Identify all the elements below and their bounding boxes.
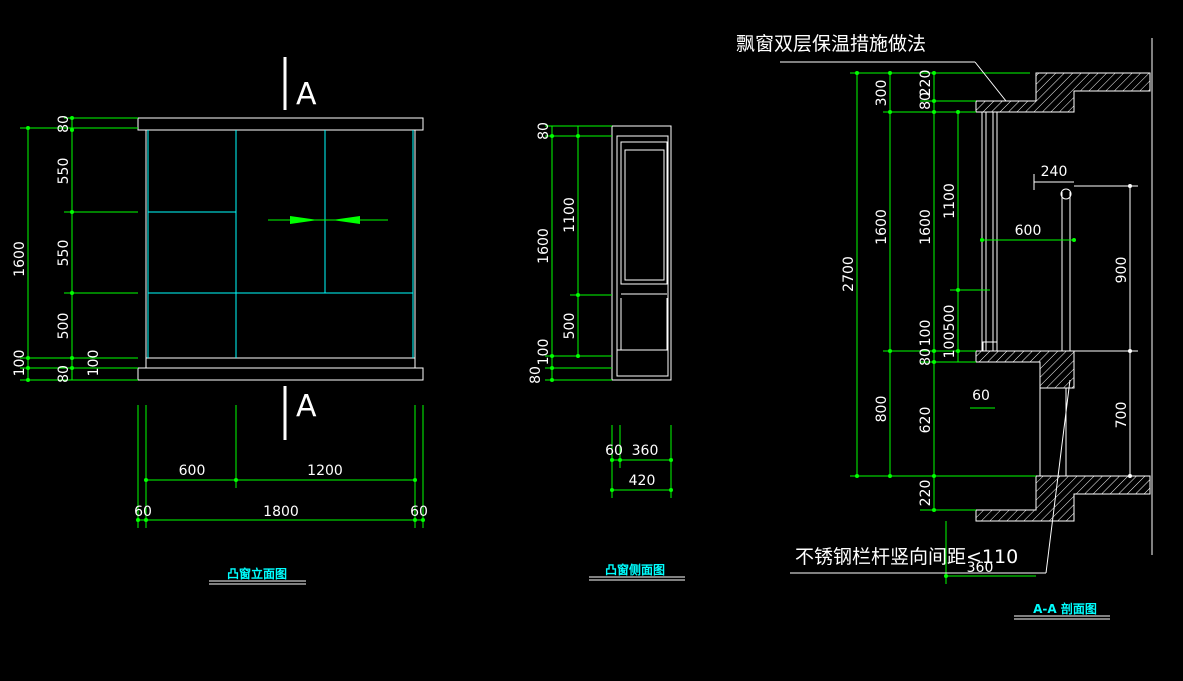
section-dim-100-mid: 100 (918, 320, 934, 347)
section-dim-80-mid: 80 (918, 348, 934, 366)
section-marker-top: A (296, 77, 317, 112)
front-dim-60-left: 60 (134, 504, 152, 520)
section-dim-100: 100 (942, 332, 958, 359)
side-view-title: 凸窗侧面图 (605, 562, 665, 577)
section-dim-80-top: 80 (918, 92, 934, 110)
front-dim-500: 500 (56, 313, 72, 340)
section-dim-500: 500 (942, 305, 958, 332)
front-dim-80-top: 80 (56, 115, 72, 133)
front-dim-600: 600 (179, 463, 206, 479)
side-dim-420: 420 (629, 473, 656, 489)
section-dim-220-bottom: 220 (918, 480, 934, 507)
front-dim-1200: 1200 (307, 463, 343, 479)
front-dim-1600: 1600 (12, 241, 28, 277)
section-dim-240: 240 (1041, 164, 1068, 180)
side-dim-360: 360 (632, 443, 659, 459)
section-dim-1100: 1100 (942, 183, 958, 219)
front-dim-1800: 1800 (263, 504, 299, 520)
front-dim-550a: 550 (56, 158, 72, 185)
front-dim-100-inner: 100 (86, 350, 102, 377)
front-view-title: 凸窗立面图 (227, 566, 287, 581)
side-dim-100: 100 (536, 339, 552, 366)
section-dim-900: 900 (1114, 257, 1130, 284)
front-dim-550b: 550 (56, 240, 72, 267)
side-view: 1600 100 80 80 1100 500 60 360 420 凸窗侧面图 (528, 122, 685, 581)
front-dim-100: 100 (12, 350, 28, 377)
section-dim-300: 300 (874, 80, 890, 107)
side-dim-1100: 1100 (562, 197, 578, 233)
front-dim-80-bottom: 80 (56, 365, 72, 383)
section-dim-220-top: 220 (918, 70, 934, 97)
section-dim-1600a: 1600 (874, 209, 890, 245)
section-dim-1600b: 1600 (918, 209, 934, 245)
section-dim-360: 360 (967, 560, 994, 576)
section-view-title: A-A 剖面图 (1033, 601, 1097, 616)
section-dim-60: 60 (972, 388, 990, 404)
section-note-bottom: 不锈钢栏杆竖向间距<110 (795, 546, 1018, 568)
side-dim-1600: 1600 (536, 228, 552, 264)
side-dim-500: 500 (562, 313, 578, 340)
section-dim-2700: 2700 (841, 256, 857, 292)
side-dim-80-top: 80 (536, 122, 552, 140)
section-dim-800: 800 (874, 396, 890, 423)
section-dim-620: 620 (918, 407, 934, 434)
section-marker-bottom: A (296, 389, 317, 424)
section-dim-600: 600 (1015, 223, 1042, 239)
side-dim-60: 60 (605, 443, 623, 459)
front-dim-60-right: 60 (410, 504, 428, 520)
side-dim-80-bottom: 80 (528, 366, 544, 384)
section-note-top: 飘窗双层保温措施做法 (736, 33, 926, 55)
section-view: 2700 300 1600 800 80 220 1600 80 100 620… (736, 33, 1153, 620)
front-view: A A (12, 57, 428, 585)
section-dim-700: 700 (1114, 402, 1130, 429)
